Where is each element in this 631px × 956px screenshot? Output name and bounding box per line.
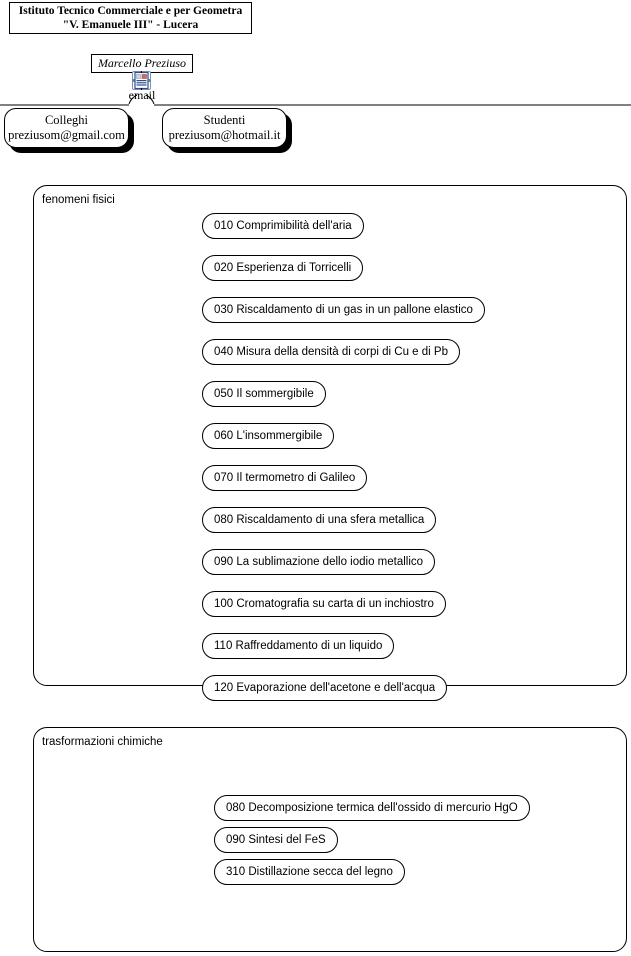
contact-address-colleghi: preziusom@gmail.com bbox=[8, 128, 125, 142]
node-item[interactable]: 110 Raffreddamento di un liquido bbox=[202, 633, 395, 659]
node-item-label: 100 Cromatografia su carta di un inchios… bbox=[214, 598, 434, 610]
institute-title-box: Istituto Tecnico Commerciale e per Geome… bbox=[9, 2, 252, 34]
node-item[interactable]: 080 Decomposizione termica dell'ossido d… bbox=[214, 795, 530, 821]
node-item[interactable]: 030 Riscaldamento di un gas in un pallon… bbox=[202, 297, 485, 323]
institute-title-line-1: Istituto Tecnico Commerciale e per Geome… bbox=[18, 5, 243, 17]
group-label-trasformazioni-chimiche: trasformazioni chimiche bbox=[42, 736, 163, 748]
node-item-label: 070 Il termometro di Galileo bbox=[214, 472, 356, 484]
node-item-label: 110 Raffreddamento di un liquido bbox=[214, 640, 383, 652]
node-item-label: 080 Decomposizione termica dell'ossido d… bbox=[226, 802, 518, 814]
node-item[interactable]: 010 Comprimibilità dell'aria bbox=[202, 213, 364, 239]
group-fenomeni-fisici: fenomeni fisici 010 Comprimibilità dell'… bbox=[33, 185, 627, 701]
node-item[interactable]: 050 Il sommergibile bbox=[202, 381, 326, 407]
node-item-label: 120 Evaporazione dell'acetone e dell'acq… bbox=[214, 682, 436, 694]
node-item-label: 090 Sintesi del FeS bbox=[226, 834, 326, 846]
person-box[interactable]: Marcello Preziuso bbox=[91, 54, 193, 73]
node-item[interactable]: 060 L'insommergibile bbox=[202, 423, 335, 449]
node-item[interactable]: 070 Il termometro di Galileo bbox=[202, 465, 368, 491]
contact-title-colleghi: Colleghi bbox=[44, 113, 89, 127]
node-item[interactable]: 040 Misura della densità di corpi di Cu … bbox=[202, 339, 460, 365]
group-label-fenomeni-fisici: fenomeni fisici bbox=[42, 194, 115, 206]
node-item-label: 050 Il sommergibile bbox=[214, 388, 314, 400]
node-item-label: 010 Comprimibilità dell'aria bbox=[214, 220, 352, 232]
email-link-label[interactable]: email bbox=[128, 88, 156, 102]
node-item[interactable]: 090 Sintesi del FeS bbox=[214, 827, 338, 853]
node-item-label: 090 La sublimazione dello iodio metallic… bbox=[214, 556, 424, 568]
node-item[interactable]: 080 Riscaldamento di una sfera metallica bbox=[202, 507, 437, 533]
node-item[interactable]: 090 La sublimazione dello iodio metallic… bbox=[202, 549, 436, 575]
node-item[interactable]: 310 Distillazione secca del legno bbox=[214, 859, 405, 885]
node-list-trasformazioni-chimiche: 080 Decomposizione termica dell'ossido d… bbox=[34, 728, 626, 951]
node-item[interactable]: 100 Cromatografia su carta di un inchios… bbox=[202, 591, 446, 617]
contact-box-studenti[interactable]: Studenti preziusom@hotmail.it bbox=[162, 108, 287, 148]
institute-title-line-2: "V. Emanuele III" - Lucera bbox=[62, 19, 199, 31]
node-item-label: 060 L'insommergibile bbox=[214, 430, 323, 442]
node-item-label: 080 Riscaldamento di una sfera metallica bbox=[214, 514, 425, 526]
node-item-label: 020 Esperienza di Torricelli bbox=[214, 262, 352, 274]
group-trasformazioni-chimiche: trasformazioni chimiche 080 Decomposizio… bbox=[33, 727, 627, 952]
node-item-label: 040 Misura della densità di corpi di Cu … bbox=[214, 346, 448, 358]
node-item-label: 310 Distillazione secca del legno bbox=[226, 866, 393, 878]
contact-address-studenti: preziusom@hotmail.it bbox=[168, 128, 281, 142]
node-list-fenomeni-fisici: 010 Comprimibilità dell'aria 020 Esperien… bbox=[34, 186, 626, 701]
contact-title-studenti: Studenti bbox=[203, 113, 246, 127]
node-item-label: 030 Riscaldamento di un gas in un pallon… bbox=[214, 304, 473, 316]
node-item[interactable]: 120 Evaporazione dell'acetone e dell'acq… bbox=[202, 675, 448, 701]
contact-box-colleghi[interactable]: Colleghi preziusom@gmail.com bbox=[4, 108, 129, 148]
person-name: Marcello Preziuso bbox=[97, 56, 187, 70]
node-item[interactable]: 020 Esperienza di Torricelli bbox=[202, 255, 364, 281]
